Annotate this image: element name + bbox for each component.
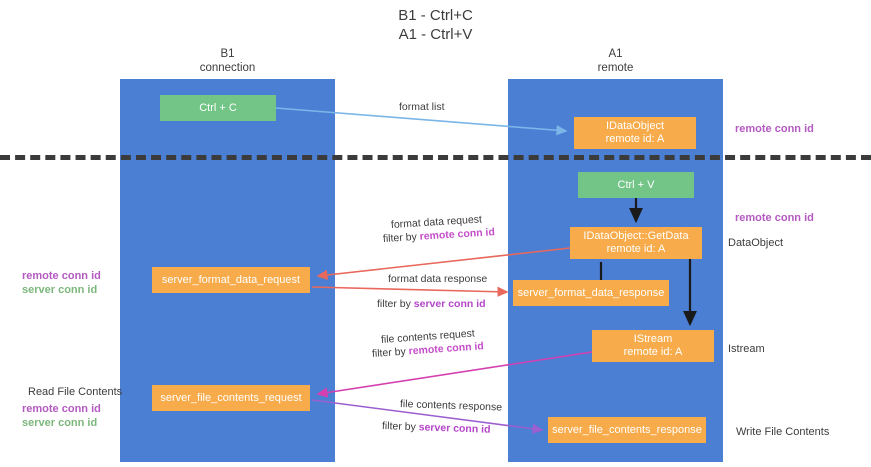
lane-header-a1-name: A1: [608, 48, 623, 60]
annotation-right-istream: Istream: [728, 343, 765, 355]
annotation-left-remote-conn-id-1: remote conn id: [22, 270, 101, 282]
edge-label-format-data-response-filter: filter by server conn id: [377, 298, 486, 310]
node-idataobject-line1: IDataObject: [605, 120, 665, 132]
annotation-left-remote-conn-id-2: remote conn id: [22, 403, 101, 415]
node-istream[interactable]: IStream remote id: A: [592, 330, 714, 362]
annotation-left-server-conn-id-2: server conn id: [22, 417, 98, 429]
node-server-file-contents-response-label: server_file_contents_response: [552, 423, 702, 436]
node-idataobject-line2: remote id: A: [605, 133, 665, 145]
node-getdata-line1: IDataObject::GetData: [583, 230, 689, 242]
annotation-right-write-file-contents: Write File Contents: [736, 426, 830, 438]
node-istream-line1: IStream: [633, 333, 673, 345]
lane-header-a1: A1 remote: [508, 47, 723, 75]
lane-header-b1: B1 connection: [120, 47, 335, 75]
node-istream-line2: remote id: A: [623, 346, 683, 358]
filter-prefix: filter by: [371, 345, 410, 360]
filter-key-server-conn-id: server conn id: [413, 298, 486, 310]
node-server-file-contents-request[interactable]: server_file_contents_request: [152, 385, 310, 411]
annotation-right-remote-conn-id-1: remote conn id: [735, 123, 814, 135]
connector-file-contents-request: [316, 351, 593, 398]
annotation-left-server-conn-id-1: server conn id: [22, 284, 98, 296]
node-server-file-contents-response[interactable]: server_file_contents_response: [548, 417, 706, 443]
node-getdata[interactable]: IDataObject::GetData remote id: A: [570, 227, 702, 259]
edge-label-format-list: format list: [399, 101, 445, 113]
diagram-title: B1 - Ctrl+C A1 - Ctrl+V: [0, 6, 871, 44]
node-server-file-contents-request-label: server_file_contents_request: [160, 391, 302, 404]
filter-prefix: filter by: [377, 298, 414, 310]
title-line-1: B1 - Ctrl+C: [398, 7, 473, 24]
node-ctrl-v[interactable]: Ctrl + V: [578, 172, 694, 198]
connector-file-contents-response: [311, 399, 544, 434]
node-ctrl-v-label: Ctrl + V: [617, 178, 655, 191]
annotation-right-dataobject: DataObject: [728, 237, 784, 249]
connector-format-data-response: [311, 286, 509, 297]
node-getdata-line2: remote id: A: [606, 243, 666, 255]
filter-key-server-conn-id: server conn id: [418, 421, 491, 436]
filter-prefix: filter by: [382, 230, 421, 245]
node-server-format-data-response-label: server_format_data_response: [517, 286, 665, 299]
connector-format-data-request: [316, 247, 571, 281]
lane-header-b1-role: connection: [199, 62, 256, 74]
phase-divider: [0, 155, 871, 160]
annotation-left-read-file-contents: Read File Contents: [28, 386, 123, 398]
node-idataobject[interactable]: IDataObject remote id: A: [574, 117, 696, 149]
node-server-format-data-request-label: server_format_data_request: [161, 273, 301, 286]
node-ctrl-c[interactable]: Ctrl + C: [160, 95, 276, 121]
connector-format-list: [275, 107, 568, 136]
node-server-format-data-response[interactable]: server_format_data_response: [513, 280, 669, 306]
node-server-format-data-request[interactable]: server_format_data_request: [152, 267, 310, 293]
filter-prefix: filter by: [381, 420, 419, 434]
edge-label-format-data-response: format data response: [388, 273, 488, 285]
node-ctrl-c-label: Ctrl + C: [199, 101, 237, 114]
lane-header-a1-role: remote: [597, 62, 634, 74]
title-line-2: A1 - Ctrl+V: [398, 26, 473, 43]
annotation-right-remote-conn-id-2: remote conn id: [735, 212, 814, 224]
lane-header-b1-name: B1: [220, 48, 235, 60]
